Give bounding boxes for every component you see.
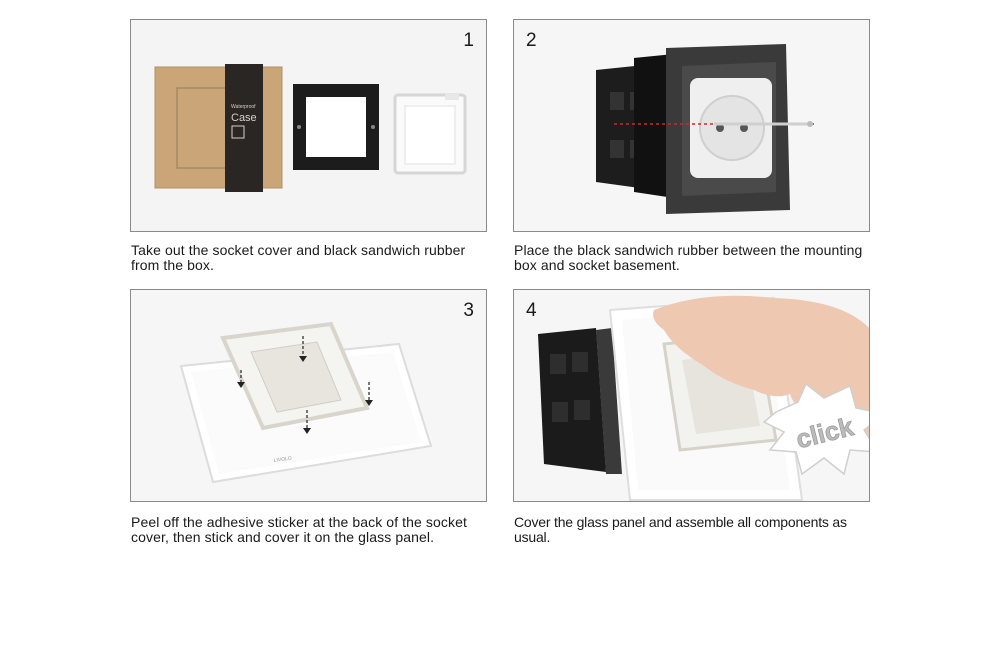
click-burst [762, 382, 869, 476]
step-2-number: 2 [526, 30, 537, 51]
mounting-box [538, 328, 606, 472]
step-3-number: 3 [463, 300, 474, 321]
step-4-caption: Cover the glass panel and assemble all c… [514, 514, 847, 545]
step-4-number: 4 [526, 300, 537, 321]
step-2-illustration [596, 44, 814, 214]
step-1-caption: Take out the socket cover and black sand… [131, 242, 466, 273]
step-3-caption: Peel off the adhesive sticker at the bac… [131, 514, 467, 545]
step-3-image: LIVOLO 3 [130, 289, 487, 502]
step-2-image: 2 [513, 19, 870, 232]
box-text-line2: Case [231, 112, 257, 124]
step-4-illustration: click [538, 295, 869, 501]
step-3-illustration: LIVOLO [179, 321, 433, 484]
step-1-number: 1 [463, 30, 474, 51]
step-1-image: Waterproof Case 1 [130, 19, 487, 232]
step-4-image: click 4 [513, 289, 870, 502]
step-1-illustration: Waterproof Case [154, 64, 467, 192]
panel-brand: LIVOLO [273, 456, 292, 464]
step-2-caption: Place the black sandwich rubber between … [514, 242, 863, 273]
black-rubber [634, 54, 674, 198]
box-text-line1: Waterproof [231, 104, 256, 110]
